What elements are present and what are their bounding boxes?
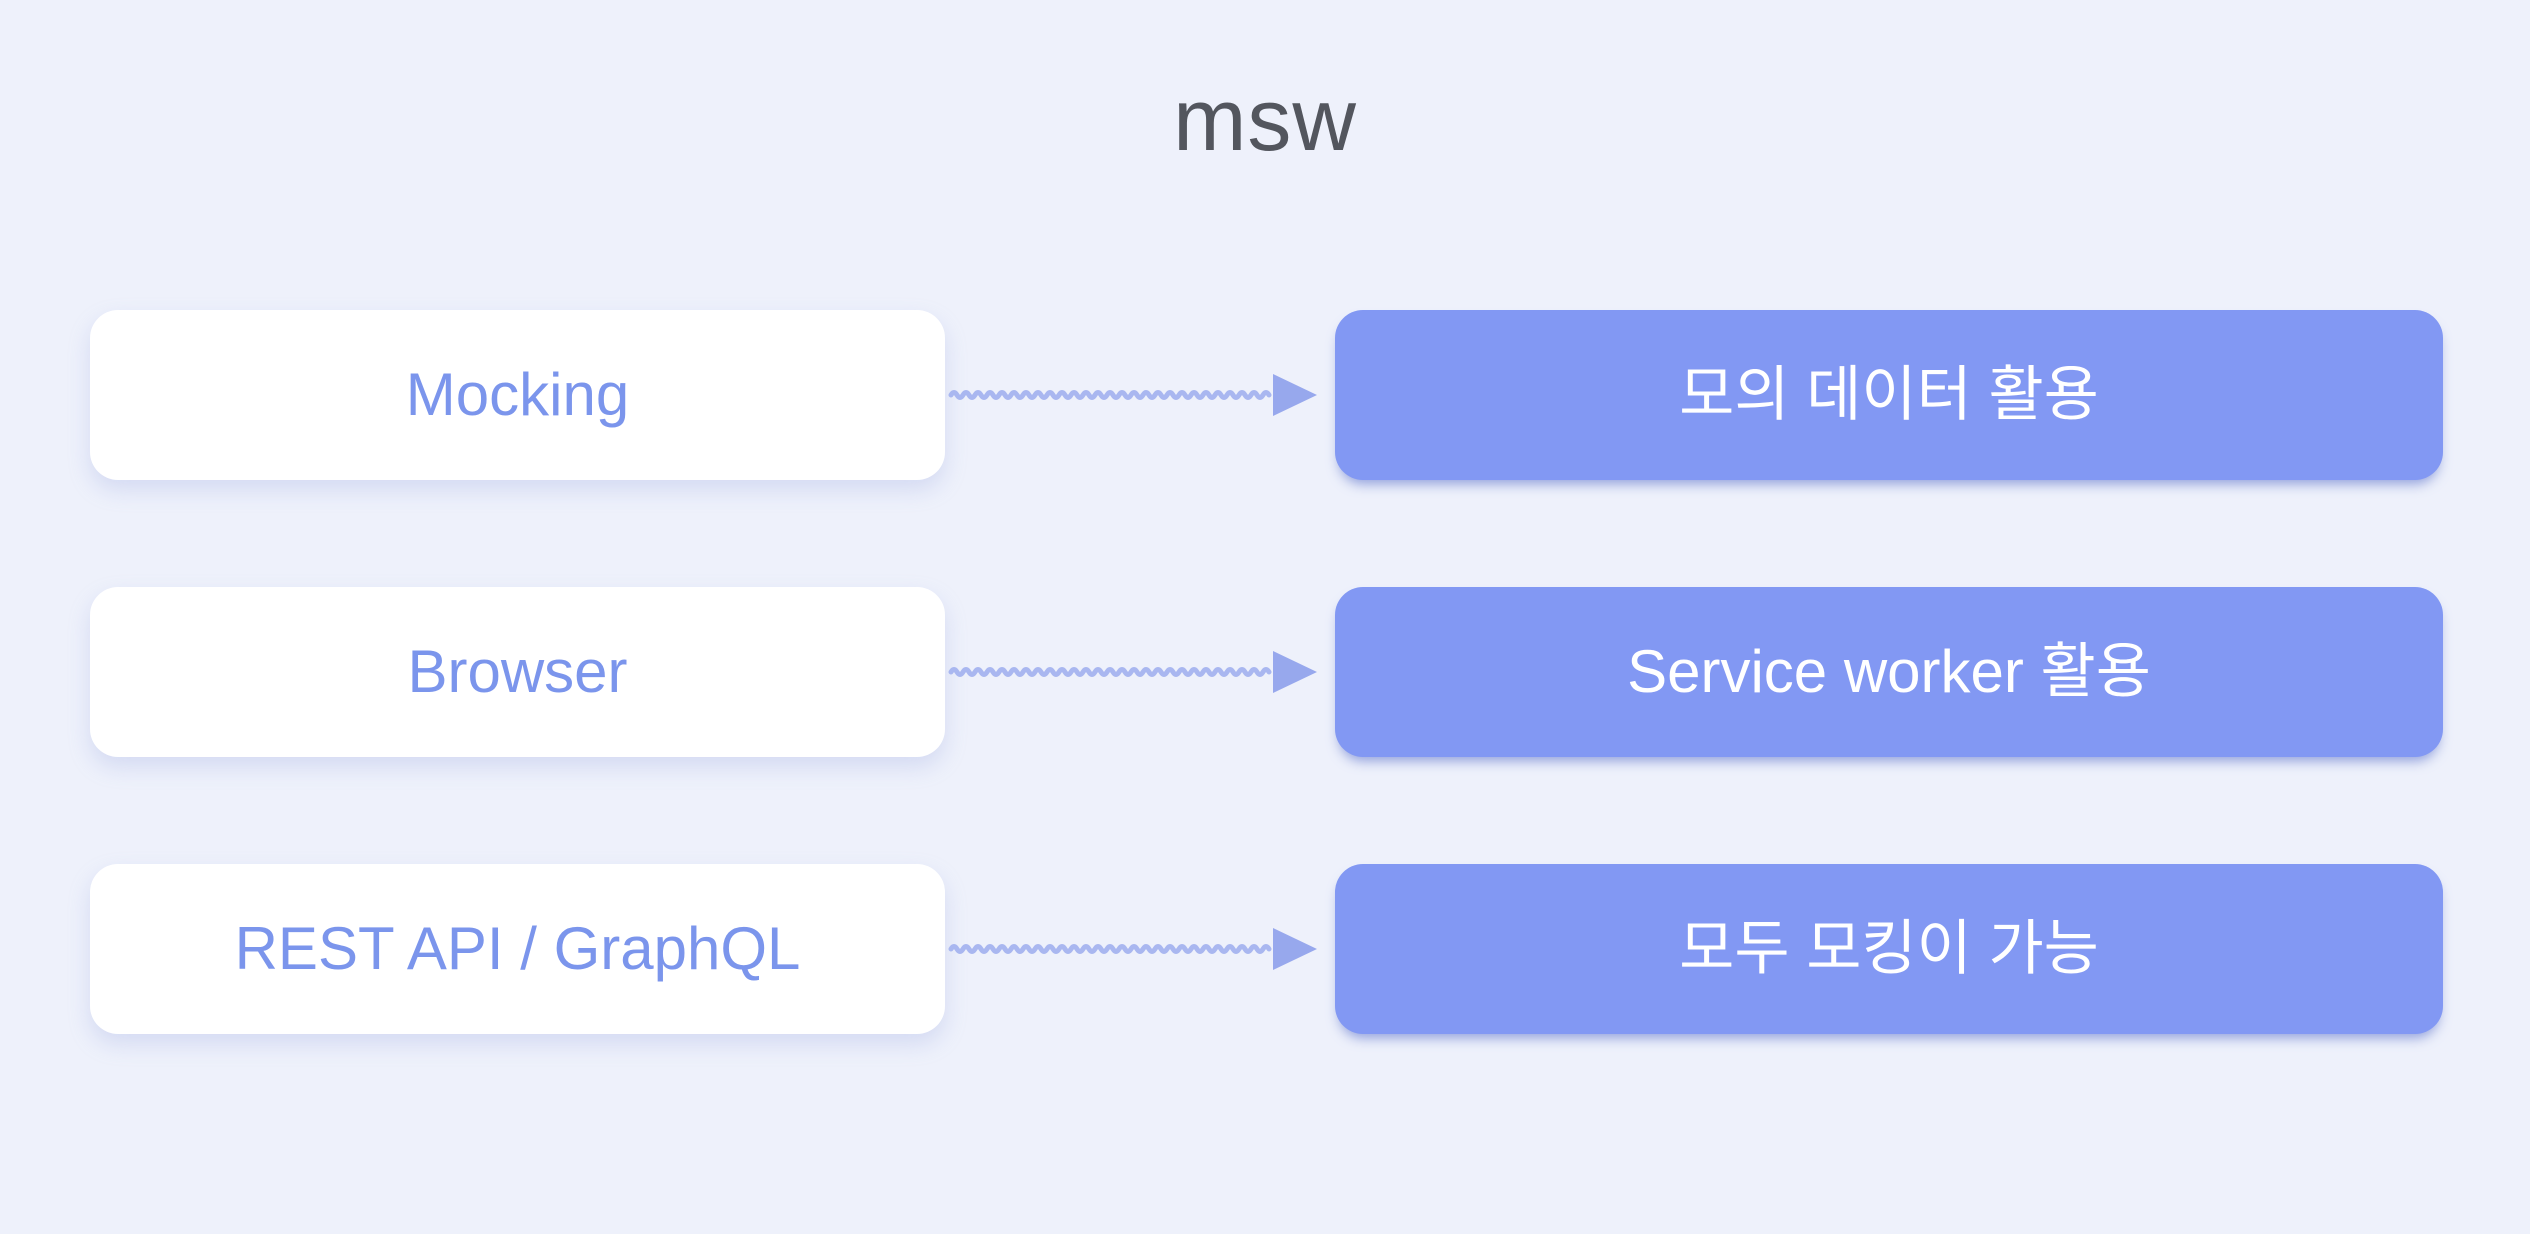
right-arrow-icon — [948, 928, 1317, 970]
diagram-row-rest-graphql: REST API / GraphQL 모두 모킹이 가능 — [90, 864, 2443, 1034]
target-label: Service worker 활용 — [1627, 638, 2151, 705]
source-label: Mocking — [405, 361, 630, 428]
diagram-rows: Mocking 모의 데이터 활용 Browser — [0, 310, 2530, 1034]
right-arrow-icon — [948, 651, 1317, 693]
source-box-mocking: Mocking — [90, 310, 945, 480]
source-label: Browser — [407, 638, 628, 705]
slide-title: msw — [1173, 70, 1357, 169]
target-box-mock-data: 모의 데이터 활용 — [1335, 310, 2443, 480]
target-box-service-worker: Service worker 활용 — [1335, 587, 2443, 757]
diagram-row-mocking: Mocking 모의 데이터 활용 — [90, 310, 2443, 480]
source-box-rest-api-graphql: REST API / GraphQL — [90, 864, 945, 1034]
source-box-browser: Browser — [90, 587, 945, 757]
diagram-row-browser: Browser Service worker 활용 — [90, 587, 2443, 757]
arrow-connector — [945, 864, 1335, 1034]
target-box-all-mockable: 모두 모킹이 가능 — [1335, 864, 2443, 1034]
arrow-connector — [945, 587, 1335, 757]
target-label: 모의 데이터 활용 — [1679, 361, 2099, 428]
right-arrow-icon — [948, 374, 1317, 416]
source-label: REST API / GraphQL — [234, 915, 801, 982]
arrow-connector — [945, 310, 1335, 480]
target-label: 모두 모킹이 가능 — [1679, 915, 2099, 982]
